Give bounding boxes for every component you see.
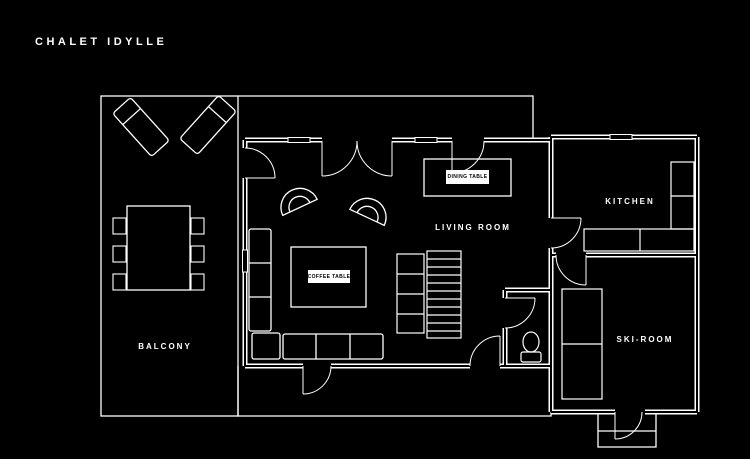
toilet — [520, 331, 542, 363]
window — [609, 134, 633, 140]
shelf-unit — [396, 253, 425, 334]
outdoor-chair — [190, 245, 205, 263]
terrace-door-arc — [302, 365, 332, 395]
outdoor-chair — [112, 217, 127, 235]
kitchen-counter-horizontal — [583, 228, 695, 252]
outdoor-chair — [112, 273, 127, 291]
kitchen-door-arc — [550, 217, 582, 249]
french-door-right-arc — [356, 140, 393, 177]
sofa-bottom — [282, 333, 384, 360]
terrace-outline — [237, 366, 552, 417]
balcony-outline — [100, 95, 239, 417]
balcony-door-arc — [244, 147, 276, 179]
page-title: CHALET IDYLLE — [35, 36, 168, 48]
outdoor-dining-table — [126, 205, 191, 291]
bathroom-door-arc — [504, 297, 536, 329]
window — [287, 137, 311, 143]
ski-lockers — [561, 288, 603, 400]
kitchen-counter-vertical — [670, 161, 695, 230]
staircase — [426, 250, 462, 339]
lounge-chair-1 — [113, 98, 169, 156]
lounge-chair-2 — [180, 96, 236, 154]
french-door-left-arc — [321, 140, 358, 177]
armchair-2 — [348, 197, 387, 227]
outdoor-chair — [112, 245, 127, 263]
sofa-corner — [251, 332, 281, 360]
outdoor-chairs — [112, 217, 205, 291]
hall-door-arc — [469, 335, 501, 367]
room-label-kitchen: KITCHEN — [605, 197, 655, 206]
windows — [242, 134, 633, 273]
room-label-living-room: LIVING ROOM — [435, 223, 511, 232]
roof-outline — [238, 95, 534, 140]
room-label-ski-room: SKI-ROOM — [616, 335, 674, 344]
ski-room-door-arc — [555, 254, 587, 286]
window — [414, 137, 438, 143]
window — [242, 249, 248, 273]
outdoor-chair — [190, 217, 205, 235]
entrance-stoop-outline — [597, 412, 657, 448]
sofa-left — [248, 228, 272, 332]
room-label-balcony: BALCONY — [138, 342, 192, 351]
coffee-table-label: COFFEE TABLE — [308, 270, 350, 283]
armchair-1 — [280, 187, 319, 217]
doors — [244, 140, 643, 440]
dining-table-label: DINING TABLE — [446, 170, 489, 184]
entrance-door-arc — [614, 411, 643, 440]
outdoor-chair — [190, 273, 205, 291]
